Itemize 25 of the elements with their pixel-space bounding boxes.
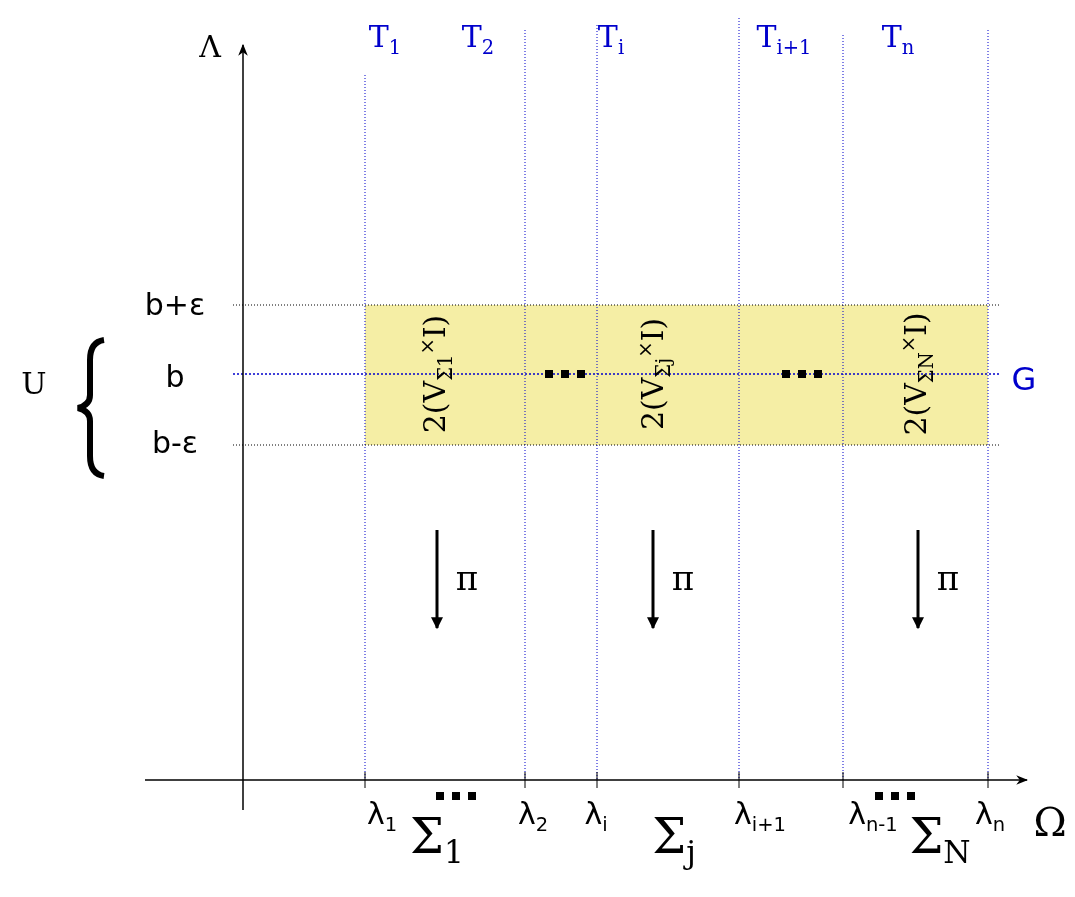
line-label: T$_{i+1}$	[756, 22, 812, 58]
line-label: T$_{2}$	[461, 22, 495, 58]
tick-label: λ$_{i+1}$	[734, 799, 786, 835]
shaded-band	[365, 305, 988, 445]
region-label: Σ$_{1}$	[410, 811, 464, 869]
tick-label: λ$_{1}$	[366, 799, 398, 835]
arrow-label: π	[455, 561, 479, 595]
region-label: Σ$_{N}$	[909, 811, 971, 869]
tick-label: λ$_{n}$	[974, 799, 1006, 835]
axis-label: Λ	[199, 32, 221, 62]
tick-label: λ$_{n-1}$	[848, 799, 898, 835]
brace-label: U	[21, 369, 47, 399]
line-label: G	[1011, 363, 1037, 395]
arrow-label: π	[671, 561, 695, 595]
line-label: T$_{1}$	[368, 22, 402, 58]
arrow-label: π	[936, 561, 960, 595]
tick-label: λ$_{2}$	[517, 799, 549, 835]
level-label: b	[165, 362, 185, 392]
level-label: b+ε	[144, 290, 206, 320]
axis-label: Ω	[1033, 802, 1067, 842]
line-label: T$_{i}$	[597, 22, 625, 58]
level-label: b-ε	[151, 428, 199, 458]
region-label: Σ$_{j}$	[652, 811, 696, 869]
line-label: T$_{n}$	[881, 22, 915, 58]
tick-label: λ$_{i}$	[584, 799, 608, 835]
